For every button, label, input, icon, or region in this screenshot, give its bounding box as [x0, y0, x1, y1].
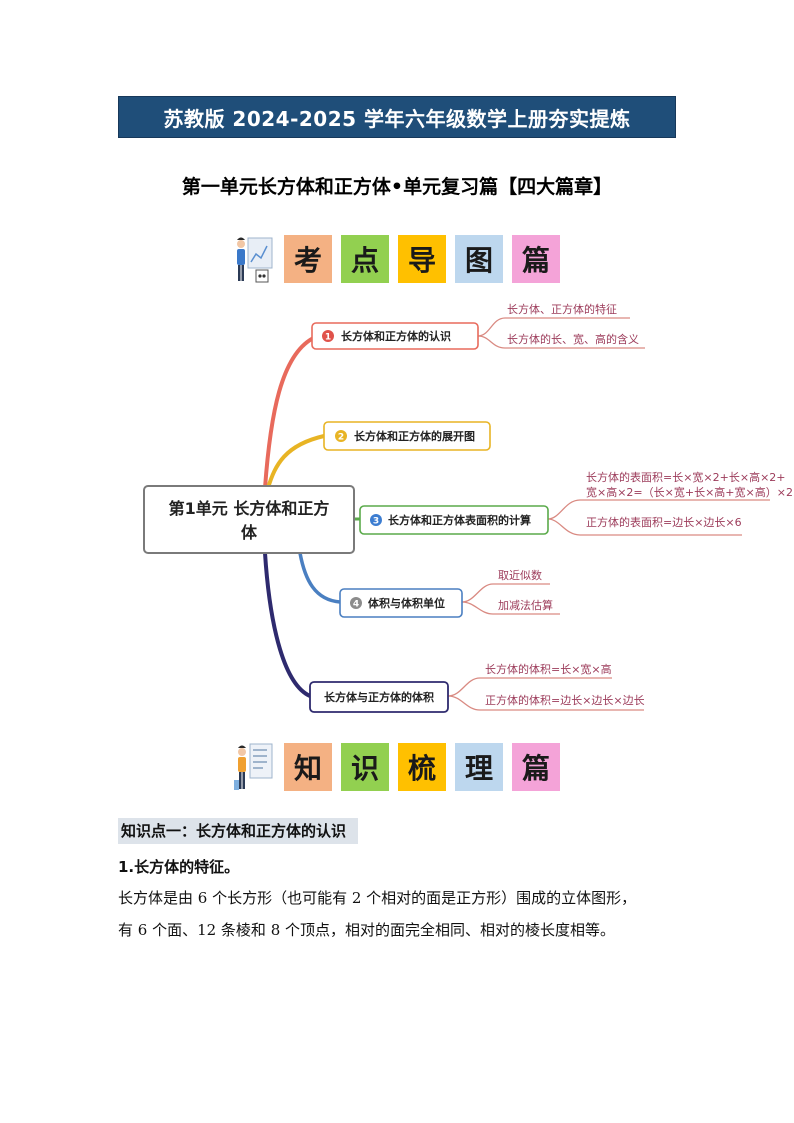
section-heading-knowledge: 知 识 梳 理 篇	[232, 740, 560, 794]
leaf-text: 宽×高×2=（长×宽+长×高+宽×高）×2	[586, 485, 793, 499]
title-tile: 图	[455, 235, 503, 283]
mind-map: 第1单元 长方体和正方 体 1 长方体和正方体的认识 2 长方体和正方体的展开图…	[143, 302, 793, 713]
branch-curve-4	[298, 552, 341, 604]
branch-curve-1	[263, 334, 319, 489]
title-tile: 点	[341, 235, 389, 283]
mindmap-title-tiles: 考 点 导 图 篇	[284, 235, 560, 283]
title-tile: 导	[398, 235, 446, 283]
branch-curve-5	[263, 552, 311, 698]
knowledge-point-title: 知识点一：长方体和正方体的认识	[118, 818, 358, 844]
section-heading-mindmap: 考 点 导 图 篇	[232, 232, 560, 286]
point-heading: 1.长方体的特征。	[118, 858, 240, 876]
leaf-text: 正方体的表面积=边长×边长×6	[586, 515, 742, 529]
title-tile: 篇	[512, 743, 560, 791]
leaf-text: 长方体的长、宽、高的含义	[507, 332, 639, 346]
branch-node-2	[323, 421, 491, 451]
banner-title: 苏教版 2024-2025 学年六年级数学上册夯实提炼	[163, 106, 631, 131]
leaf-text: 长方体的表面积=长×宽×2+长×高×2+	[586, 470, 786, 484]
presenter-figure-icon	[237, 237, 273, 283]
branch-node-1	[311, 322, 479, 350]
knowledge-title-tiles: 知 识 梳 理 篇	[284, 743, 560, 791]
branch-node-4	[339, 588, 463, 618]
number-badge-text: 3	[373, 517, 379, 527]
header-banner: 苏教版 2024-2025 学年六年级数学上册夯实提炼	[118, 96, 676, 138]
paragraph-line: 有 6 个面、12 条棱和 8 个顶点，相对的面完全相同、相对的棱长度相等。	[118, 921, 616, 939]
number-badge-2	[335, 430, 347, 442]
center-node-line1: 第1单元 长方体和正方	[169, 499, 330, 518]
title-tile: 篇	[512, 235, 560, 283]
leaf-text: 加减法估算	[498, 598, 553, 612]
title-tile: 考	[284, 235, 332, 283]
presenter-figure-icon	[234, 743, 273, 790]
branch-node-5	[309, 681, 449, 713]
leaf-connectors	[447, 317, 770, 711]
page-subtitle: 第一单元长方体和正方体•单元复习篇【四大篇章】	[181, 176, 613, 198]
number-badge-1	[322, 330, 334, 342]
branch-label-4: 体积与体积单位	[368, 596, 445, 610]
leaf-text: 长方体、正方体的特征	[507, 302, 617, 316]
branch-label-2: 长方体和正方体的展开图	[354, 429, 475, 443]
title-tile: 识	[341, 743, 389, 791]
branch-node-3	[359, 505, 549, 535]
number-badge-4	[350, 597, 362, 609]
title-tile: 梳	[398, 743, 446, 791]
title-tile: 理	[455, 743, 503, 791]
leaf-text: 正方体的体积=边长×边长×边长	[485, 693, 645, 707]
number-badge-text: 2	[338, 433, 344, 443]
branch-label-5: 长方体与正方体的体积	[324, 690, 434, 704]
branch-curve-2	[266, 434, 325, 489]
leaf-text: 取近似数	[498, 569, 542, 582]
branch-label-3: 长方体和正方体表面积的计算	[388, 513, 531, 527]
title-tile: 知	[284, 743, 332, 791]
center-node	[143, 485, 355, 554]
leaf-text: 长方体的体积=长×宽×高	[485, 662, 612, 676]
number-badge-text: 1	[325, 333, 331, 343]
center-node-line2: 体	[241, 523, 258, 542]
branch-label-1: 长方体和正方体的认识	[341, 329, 451, 343]
number-badge-text: 4	[353, 600, 359, 610]
paragraph-line: 长方体是由 6 个长方形（也可能有 2 个相对的面是正方形）围成的立体图形，	[118, 889, 637, 907]
number-badge-3	[370, 514, 382, 526]
